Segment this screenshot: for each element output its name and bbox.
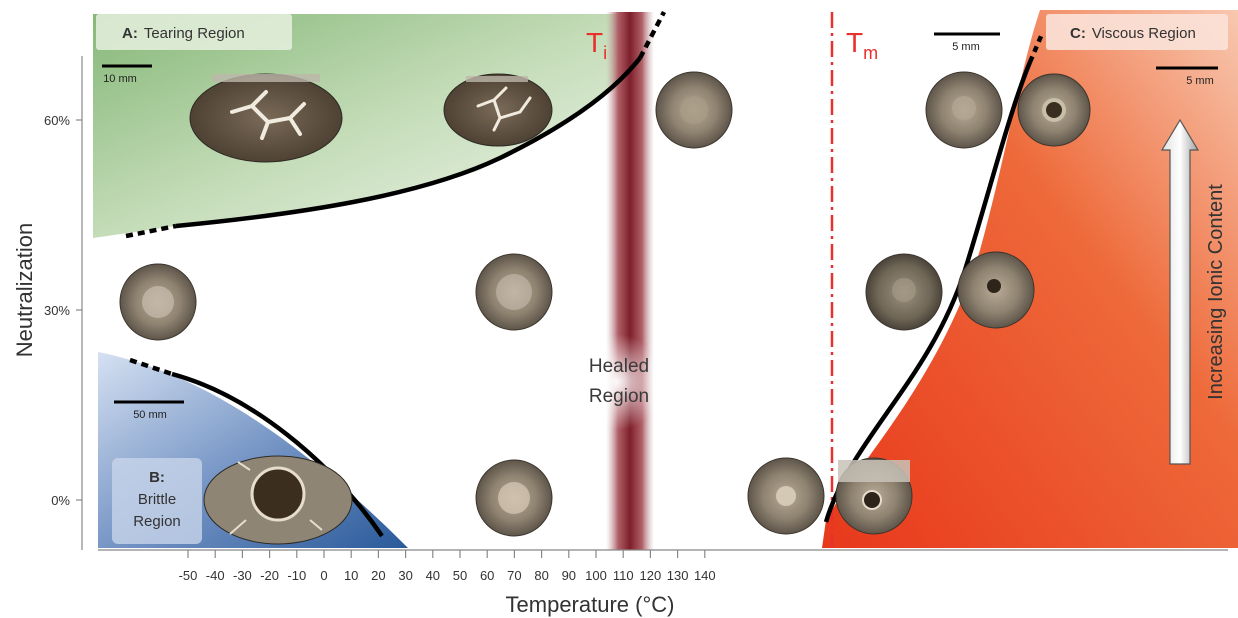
- tearing-boundary-dashed-right: [638, 10, 666, 60]
- sample-30pct-105c: [865, 253, 943, 331]
- brittle-boundary-curve: [171, 371, 384, 538]
- tearing-label: A: Tearing Region: [122, 25, 245, 42]
- x-tick-label: 70: [507, 568, 521, 583]
- tm-label: Tm: [846, 27, 878, 63]
- increasing-ionic-content-arrow: [1160, 118, 1200, 465]
- tearing-name: Tearing Region: [144, 25, 245, 42]
- tm-main: T: [846, 27, 863, 58]
- brittle-boundary-dashed: [129, 357, 173, 377]
- healed-transition-band: [606, 12, 654, 550]
- brittle-letter: B:: [149, 469, 165, 486]
- x-axis-label: Temperature (°C): [506, 592, 675, 617]
- viscous-letter: C:: [1070, 25, 1086, 42]
- x-tick-label: -50: [179, 568, 198, 583]
- y-tick-label: 60%: [44, 113, 70, 128]
- x-tick-label: -20: [260, 568, 279, 583]
- tearing-boundary-curve: [175, 56, 642, 229]
- tearing-label-box: [96, 14, 292, 50]
- x-axis-ticks: -50 -40 -30 -20 -10 0 10 20 30 40 50 60 70 80 90 100 110…: [179, 550, 716, 583]
- x-tick-label: 50: [453, 568, 467, 583]
- scale-bar-brittle: 50 mm: [114, 400, 184, 421]
- brittle-label-box: [112, 458, 202, 544]
- increasing-ionic-content-label: Increasing Ionic Content: [1205, 184, 1227, 400]
- tearing-region-area: [93, 14, 636, 238]
- sample-0pct-100c: [835, 457, 913, 535]
- sample-60pct-60c: [655, 71, 733, 149]
- scale-bar-tearing: 10 mm: [102, 64, 152, 85]
- x-tick-label: 130: [667, 568, 689, 583]
- scale-bar-top-right-label: 5 mm: [1186, 75, 1214, 87]
- x-tick-label: 40: [426, 568, 440, 583]
- ti-sub: i: [603, 43, 607, 63]
- tearing-letter: A:: [122, 25, 138, 42]
- tm-sub: m: [863, 43, 878, 63]
- x-tick-label: 10: [344, 568, 358, 583]
- sample-tearing-large: [189, 73, 343, 163]
- ti-main: T: [586, 27, 603, 58]
- sample-60pct-120c: [925, 71, 1003, 149]
- x-tick-label: 90: [562, 568, 576, 583]
- x-tick-label: -30: [233, 568, 252, 583]
- x-tick-label: 110: [613, 568, 634, 583]
- sample-brittle: [203, 455, 353, 545]
- brittle-name-line2: Region: [133, 513, 181, 530]
- sample-0pct-20c: [475, 459, 553, 537]
- x-tick-label: 140: [694, 568, 716, 583]
- x-tick-label: 100: [585, 568, 607, 583]
- y-axis-label: Neutralization: [12, 223, 37, 358]
- ti-label: Ti: [586, 27, 607, 63]
- tearing-boundary-dashed-left: [125, 223, 177, 239]
- brittle-name-line1: Brittle: [138, 491, 176, 508]
- scale-bar-brittle-label: 50 mm: [133, 409, 167, 421]
- x-tick-label: 0: [320, 568, 327, 583]
- x-tick-label: 60: [480, 568, 494, 583]
- scale-bar-top-middle: 5 mm: [934, 32, 1000, 53]
- y-axis-ticks: 0% 30% 60%: [44, 113, 82, 508]
- scale-bar-top-right: 5 mm: [1156, 66, 1218, 87]
- sample-tearing-20c: [443, 73, 553, 147]
- sample-60pct-135c: [1017, 73, 1091, 147]
- x-tick-label: -40: [206, 568, 225, 583]
- sample-30pct-20c: [475, 253, 553, 331]
- x-tick-label: 80: [534, 568, 548, 583]
- viscous-label-box: [1046, 14, 1228, 50]
- x-tick-label: 20: [371, 568, 385, 583]
- sample-30pct-125c: [957, 251, 1035, 329]
- sample-0pct-80c: [747, 457, 825, 535]
- sample-30pct-cold: [119, 263, 197, 341]
- viscous-label: C: Viscous Region: [1070, 25, 1196, 42]
- y-tick-label: 30%: [44, 303, 70, 318]
- healed-label-line1: Healed: [589, 356, 649, 377]
- x-tick-label: 30: [398, 568, 412, 583]
- y-tick-label: 0%: [51, 493, 70, 508]
- healed-label-line2: Region: [589, 386, 649, 407]
- healed-label-glow: [571, 334, 663, 430]
- scale-bar-top-middle-label: 5 mm: [952, 41, 980, 53]
- viscous-name: Viscous Region: [1092, 25, 1196, 42]
- scale-bar-tearing-label: 10 mm: [103, 73, 137, 85]
- x-tick-label: 120: [640, 568, 662, 583]
- x-tick-label: -10: [287, 568, 306, 583]
- viscous-boundary-dashed: [1027, 33, 1045, 63]
